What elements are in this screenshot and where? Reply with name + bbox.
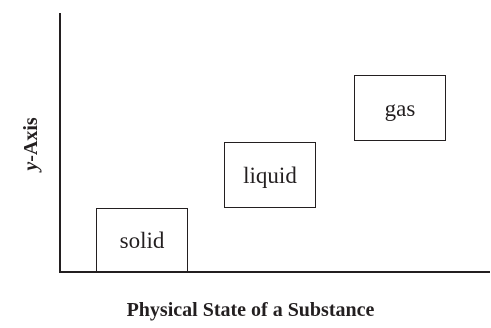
state-box-liquid: liquid	[224, 142, 316, 208]
y-axis-variable: y	[20, 161, 42, 171]
state-box-gas: gas	[354, 75, 446, 141]
y-axis-title: y-Axis	[20, 117, 42, 171]
x-axis-title: Physical State of a Substance	[126, 299, 375, 321]
state-box-solid: solid	[96, 208, 188, 272]
state-label-liquid: liquid	[243, 162, 297, 188]
state-label-solid: solid	[119, 227, 165, 253]
x-axis-line	[59, 271, 490, 273]
state-label-gas: gas	[384, 95, 416, 121]
y-axis-line	[59, 13, 61, 273]
y-axis-suffix: -Axis	[20, 117, 42, 162]
